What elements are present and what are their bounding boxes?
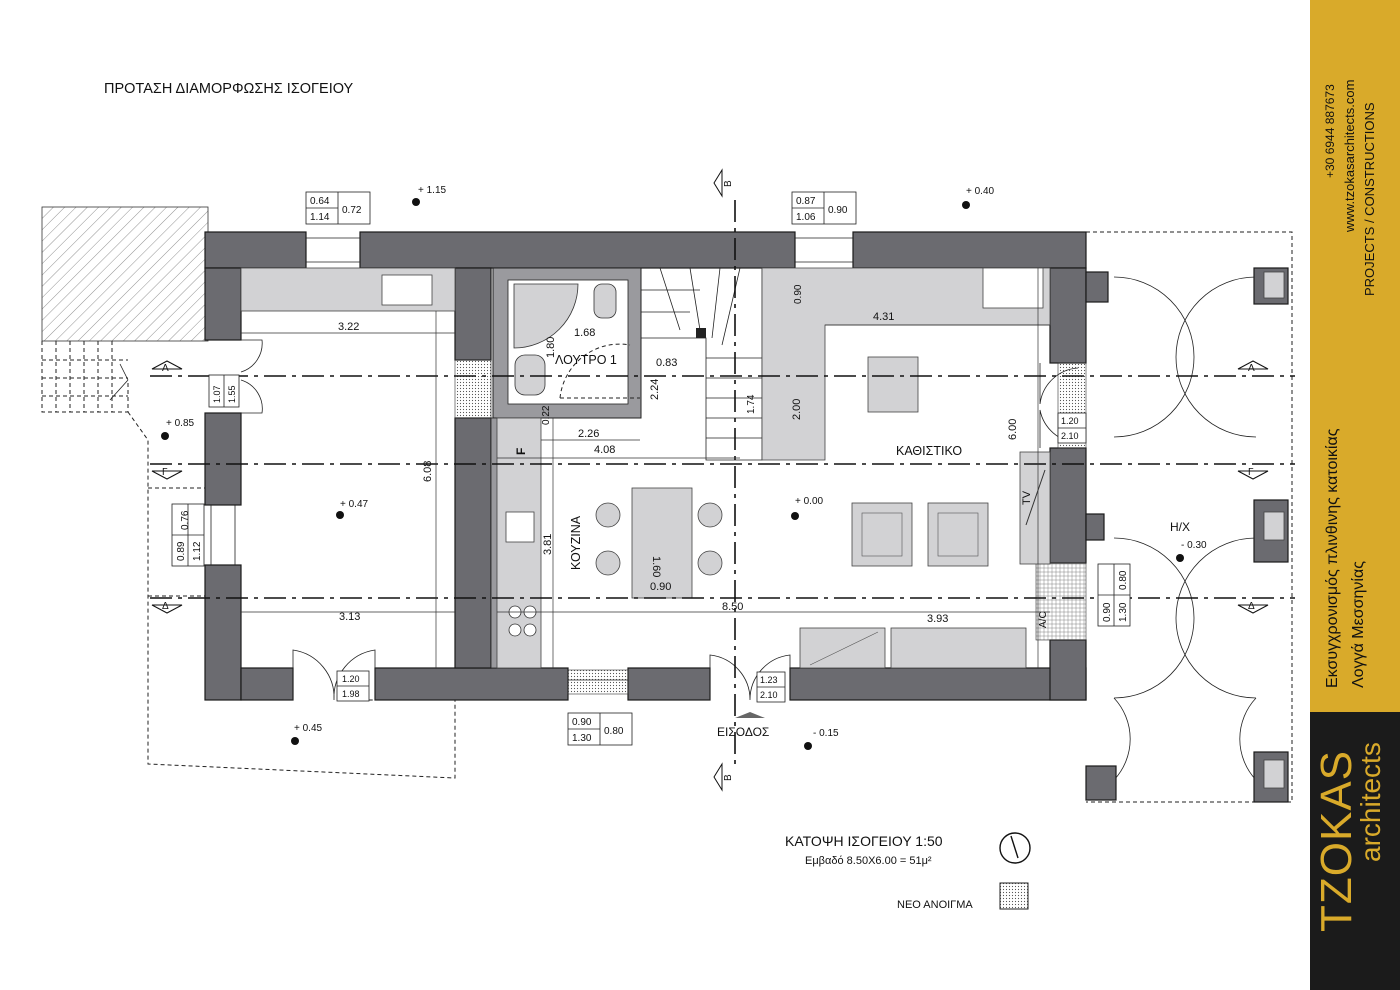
dim-6-00: 6.00 bbox=[1007, 419, 1019, 440]
level-0-40: + 0.40 bbox=[966, 186, 995, 197]
room-label-living: ΚΑΘΙΣΤΙΚΟ bbox=[896, 444, 962, 458]
tv-label: TV bbox=[1021, 490, 1033, 505]
dim-3-22: 3.22 bbox=[338, 321, 359, 333]
dim-3-93: 3.93 bbox=[927, 613, 948, 625]
furniture bbox=[240, 267, 1051, 669]
brand-logo: TZOKAS bbox=[1312, 749, 1361, 932]
section-label-b: Β bbox=[723, 774, 734, 781]
opening-c: 0.72 bbox=[342, 205, 362, 216]
project-title: Εκσυγχρονισμός πλινθινης κατοικίας bbox=[1324, 428, 1341, 688]
opening-b: 1.30 bbox=[1118, 602, 1129, 622]
level-0-47: + 0.47 bbox=[340, 499, 369, 510]
ac-unit-grid bbox=[1035, 562, 1087, 641]
dim-1-68: 1.68 bbox=[574, 327, 595, 339]
opening-b: 2.10 bbox=[760, 690, 778, 700]
room-label-bathroom: ΛΟΥΤΡΟ 1 bbox=[555, 353, 617, 367]
level-0-45: + 0.45 bbox=[294, 723, 323, 734]
legend-new-opening-label: ΝΕΟ ΑΝΟΙΓΜΑ bbox=[897, 899, 973, 911]
dimension-lines bbox=[241, 268, 1050, 668]
level-1-15: + 1.15 bbox=[418, 185, 447, 196]
opening-tag-boxes bbox=[171, 191, 1131, 746]
level-marker-icons bbox=[161, 198, 1184, 750]
section-label-a: Α bbox=[162, 363, 169, 374]
level-neg-0-15: - 0.15 bbox=[813, 728, 839, 739]
legend-new-opening-swatch bbox=[999, 882, 1029, 910]
room-label-entrance: ΕΙΣΟΔΟΣ bbox=[717, 725, 769, 739]
opening-a: 0.90 bbox=[1102, 602, 1113, 622]
opening-a: 0.87 bbox=[796, 196, 816, 207]
opening-a: 1.20 bbox=[1061, 416, 1079, 426]
doors bbox=[240, 276, 1257, 781]
opening-a: 1.23 bbox=[760, 675, 778, 685]
phone-number: +30 6944 887673 bbox=[1323, 84, 1337, 178]
opening-b: 2.10 bbox=[1061, 431, 1079, 441]
opening-b: 1.06 bbox=[796, 212, 816, 223]
entrance-arrow-icon bbox=[735, 712, 765, 718]
dim-2-00: 2.00 bbox=[791, 399, 803, 420]
opening-c: 0.90 bbox=[828, 205, 848, 216]
yard-outline-left bbox=[127, 411, 456, 779]
dim-4-31: 4.31 bbox=[873, 311, 894, 323]
opening-c: 0.76 bbox=[180, 510, 191, 530]
dim-0-22: 0.22 bbox=[541, 405, 552, 425]
dim-6-08: 6.08 bbox=[422, 461, 434, 482]
dim-0-90-counter: 0.90 bbox=[793, 284, 804, 304]
opening-b: 1.98 bbox=[342, 689, 360, 699]
new-opening-fill bbox=[567, 669, 629, 695]
room-label-hx: Η/Χ bbox=[1170, 520, 1190, 534]
opening-a: 1.07 bbox=[212, 385, 222, 403]
opening-b: 1.30 bbox=[572, 733, 592, 744]
dim-3-13: 3.13 bbox=[339, 611, 360, 623]
dim-2-24: 2.24 bbox=[649, 379, 661, 400]
yard-outline-right bbox=[1086, 231, 1293, 803]
website-link[interactable]: www.tzokasarchitects.com bbox=[1342, 79, 1357, 232]
north-arrow-icon bbox=[999, 832, 1031, 864]
brand-subtitle: architects bbox=[1355, 742, 1386, 862]
opening-a: 0.64 bbox=[310, 196, 330, 207]
sheet-title: ΠΡΟΤΑΣΗ ΔΙΑΜΟΡΦΩΣΗΣ ΙΣΟΓΕΙΟΥ bbox=[104, 81, 354, 97]
level-0-85: + 0.85 bbox=[166, 418, 195, 429]
new-opening-fill bbox=[454, 359, 492, 419]
opening-a: 0.89 bbox=[176, 541, 187, 561]
gate-pillars bbox=[1085, 267, 1289, 803]
brand-panel bbox=[1310, 712, 1400, 990]
dim-1-80: 1.80 bbox=[545, 337, 557, 358]
section-label-d: Δ bbox=[162, 601, 169, 612]
tagline: PROJECTS / CONSTRUCTIONS bbox=[1362, 102, 1377, 296]
project-location: Λογγά Μεσσηνίας bbox=[1350, 561, 1367, 688]
dim-0-83: 0.83 bbox=[656, 357, 677, 369]
dim-1-60: 1.60 bbox=[650, 556, 662, 577]
opening-b: 1.14 bbox=[310, 212, 330, 223]
dim-3-81: 3.81 bbox=[542, 534, 554, 555]
dim-0-90-table: 0.90 bbox=[650, 581, 671, 593]
section-label-d: Δ bbox=[1248, 601, 1255, 612]
dim-8-50: 8.50 bbox=[722, 601, 743, 613]
opening-a: 1.20 bbox=[342, 674, 360, 684]
section-markers bbox=[151, 168, 1269, 792]
dim-4-08: 4.08 bbox=[594, 444, 615, 456]
dim-2-26: 2.26 bbox=[578, 428, 599, 440]
section-label-g: Γ bbox=[1248, 467, 1254, 478]
opening-c: 0.80 bbox=[604, 726, 624, 737]
window-sills bbox=[210, 237, 853, 681]
room-label-kitchen: ΚΟΥΖΙΝΑ bbox=[569, 515, 583, 570]
opening-b: 1.12 bbox=[192, 541, 203, 561]
level-0-00: + 0.00 bbox=[795, 496, 824, 507]
opening-b: 1.55 bbox=[227, 385, 237, 403]
dim-1-74: 1.74 bbox=[746, 394, 757, 414]
exterior-stair-block bbox=[41, 206, 209, 413]
opening-c: 0.80 bbox=[1118, 570, 1129, 590]
section-label-a: Α bbox=[1248, 363, 1255, 374]
area-text: Εμβαδό 8.50Χ6.00 = 51μ² bbox=[805, 855, 932, 867]
level-neg-0-30: - 0.30 bbox=[1181, 540, 1207, 551]
fridge-label: F bbox=[514, 448, 528, 455]
section-label-b: Β bbox=[723, 180, 734, 187]
opening-a: 0.90 bbox=[572, 717, 592, 728]
ac-label: A/C bbox=[1038, 611, 1049, 628]
plan-title: ΚΑΤΟΨΗ ΙΣΟΓΕΙΟΥ 1:50 bbox=[785, 833, 943, 849]
section-label-g: Γ bbox=[162, 467, 168, 478]
